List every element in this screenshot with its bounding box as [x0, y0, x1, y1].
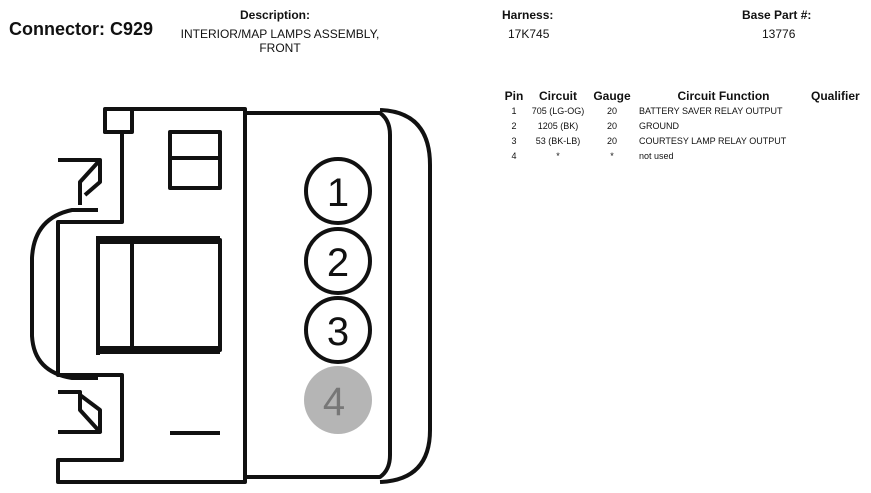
cell-function: BATTERY SAVER RELAY OUTPUT: [639, 105, 783, 116]
cell-gauge: 20: [606, 120, 617, 131]
table-row: 4 * * not used: [500, 148, 867, 163]
description-value: INTERIOR/MAP LAMPS ASSEMBLY, FRONT: [180, 27, 380, 55]
pin-2-cavity: [304, 227, 372, 295]
cell-pin: 2: [511, 120, 517, 131]
pin-3-label: 3: [327, 310, 349, 354]
pin-4-cavity: [304, 366, 372, 434]
cell-pin: 3: [511, 135, 517, 146]
cell-gauge: *: [610, 150, 614, 161]
connector-face-rim: [379, 108, 432, 484]
table-row: 2 1205 (BK) 20 GROUND: [500, 118, 867, 133]
connector-step-lower-inner: [78, 393, 102, 432]
pin-3-cavity: [304, 296, 372, 364]
cell-circuit: 53 (BK-LB): [535, 135, 581, 146]
table-row: 3 53 (BK-LB) 20 COURTESY LAMP RELAY OUTP…: [500, 133, 867, 148]
connector-step-upper: [58, 158, 102, 205]
connector-housing-outline: [56, 107, 247, 484]
cell-circuit: 705 (LG-OG): [531, 105, 585, 116]
cell-function: not used: [639, 150, 674, 161]
harness-label: Harness:: [502, 8, 554, 22]
cell-gauge: 20: [606, 135, 617, 146]
cell-function: GROUND: [639, 120, 679, 131]
connector-lock-bar: [96, 238, 222, 352]
pin-1-cavity: [304, 157, 372, 225]
cell-function: COURTESY LAMP RELAY OUTPUT: [639, 135, 787, 146]
pin-table: Pin Circuit Gauge Circuit Function Quali…: [500, 88, 867, 163]
cell-circuit: *: [556, 150, 560, 161]
column-header-pin: Pin: [504, 88, 524, 103]
column-header-qualifier: Qualifier: [811, 88, 860, 103]
connector-step-lower: [58, 390, 102, 434]
cell-circuit: 1205 (BK): [537, 120, 579, 131]
column-header-gauge: Gauge: [593, 88, 631, 103]
cell-gauge: 20: [606, 105, 617, 116]
cell-pin: 4: [511, 150, 517, 161]
connector-face: [245, 111, 392, 479]
column-header-circuit: Circuit: [538, 88, 577, 103]
description-label: Description:: [240, 8, 311, 22]
pin-table-header-row: Pin Circuit Gauge Circuit Function Quali…: [500, 88, 867, 103]
column-header-circuit-function: Circuit Function: [677, 88, 770, 103]
cell-pin: 1: [511, 105, 517, 116]
connector-step-upper-inner: [83, 160, 102, 197]
connector-lock-tab: [30, 208, 98, 380]
pin-1-label: 1: [327, 171, 349, 215]
table-row: 1 705 (LG-OG) 20 BATTERY SAVER RELAY OUT…: [500, 103, 867, 118]
pin-cavities: 1 2 3 4: [304, 157, 372, 434]
harness-value: 17K745: [508, 27, 550, 41]
connector-title: Connector: C929: [9, 19, 154, 39]
base-part-label: Base Part #:: [742, 8, 812, 22]
pin-2-label: 2: [327, 241, 349, 285]
connector-latch-top: [103, 109, 134, 134]
pin-4-label: 4: [323, 380, 345, 424]
base-part-value: 13776: [762, 27, 796, 41]
